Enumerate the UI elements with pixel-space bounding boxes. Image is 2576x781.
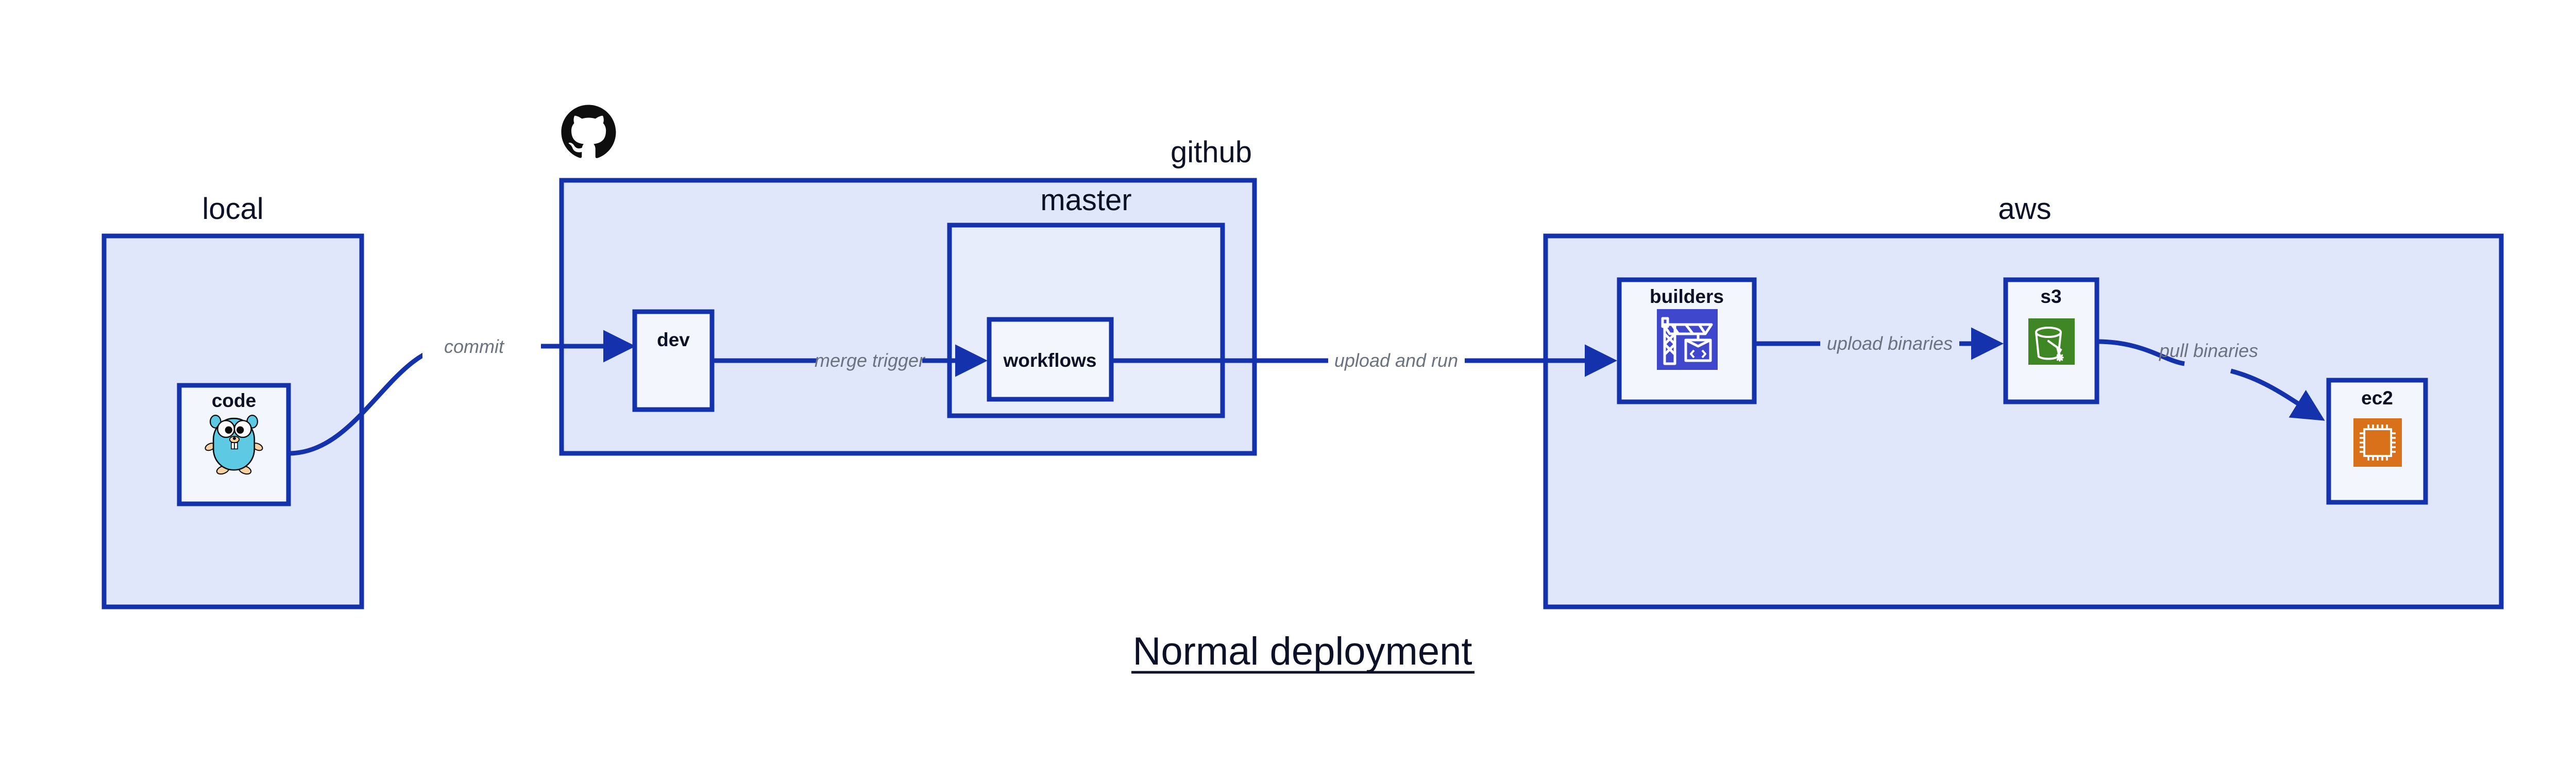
master-group-label: master	[1040, 183, 1131, 217]
s3-node-label: s3	[2040, 286, 2061, 307]
node-dev[interactable]: dev	[632, 309, 715, 412]
node-code[interactable]: code	[177, 383, 291, 506]
dev-node-box[interactable]	[632, 309, 715, 412]
edge-code-to-dev: commit	[288, 330, 636, 456]
diagram-title-group: Normal deployment	[1131, 630, 1475, 674]
page-title: Normal deployment	[1133, 630, 1472, 673]
edge-dev-to-workflows: merge trigger	[712, 344, 988, 377]
aws-group-label: aws	[1998, 192, 2051, 226]
github-octocat-icon	[561, 105, 616, 158]
edge-label-backdrop	[422, 332, 541, 361]
aws-s3-bucket-icon	[2028, 318, 2075, 365]
ec2-node-label: ec2	[2361, 387, 2393, 409]
edge-s3-to-ec2-line-a	[2096, 339, 2185, 366]
edge-label-backdrop	[817, 347, 922, 375]
node-ec2[interactable]: ec2	[2326, 378, 2428, 505]
local-group-label: local	[202, 192, 263, 226]
github-group-label: github	[1171, 135, 1252, 169]
edge-label-pull-binaries: pull binaries	[2159, 340, 2258, 361]
edge-s3-to-ec2-line-b	[2230, 368, 2325, 421]
edge-label-upload-binaries: upload binaries	[1827, 333, 1953, 354]
workflows-node-label: workflows	[1003, 350, 1097, 371]
edge-label-backdrop	[1820, 330, 1959, 358]
go-gopher-icon	[205, 414, 263, 475]
edge-builders-to-s3: upload binaries	[1754, 327, 2004, 360]
node-builders[interactable]: builders	[1617, 277, 1757, 404]
edge-label-merge-trigger: merge trigger	[815, 350, 926, 371]
builders-node-label: builders	[1650, 286, 1724, 307]
node-s3[interactable]: s3	[2003, 277, 2099, 404]
workflows-node-box[interactable]	[987, 317, 1114, 402]
edge-label-backdrop	[1328, 347, 1465, 375]
edge-workflows-to-builders: upload and run	[1070, 344, 1617, 377]
code-node-label: code	[212, 390, 256, 411]
aws-ec2-chip-icon	[2353, 418, 2402, 467]
edge-label-commit: commit	[444, 336, 505, 357]
edge-label-upload-and-run: upload and run	[1334, 350, 1458, 371]
dev-node-label: dev	[657, 329, 690, 350]
node-workflows[interactable]: workflows	[987, 317, 1114, 402]
edge-s3-to-ec2: pull binaries	[2096, 339, 2325, 421]
aws-codebuild-icon	[1657, 309, 1718, 370]
